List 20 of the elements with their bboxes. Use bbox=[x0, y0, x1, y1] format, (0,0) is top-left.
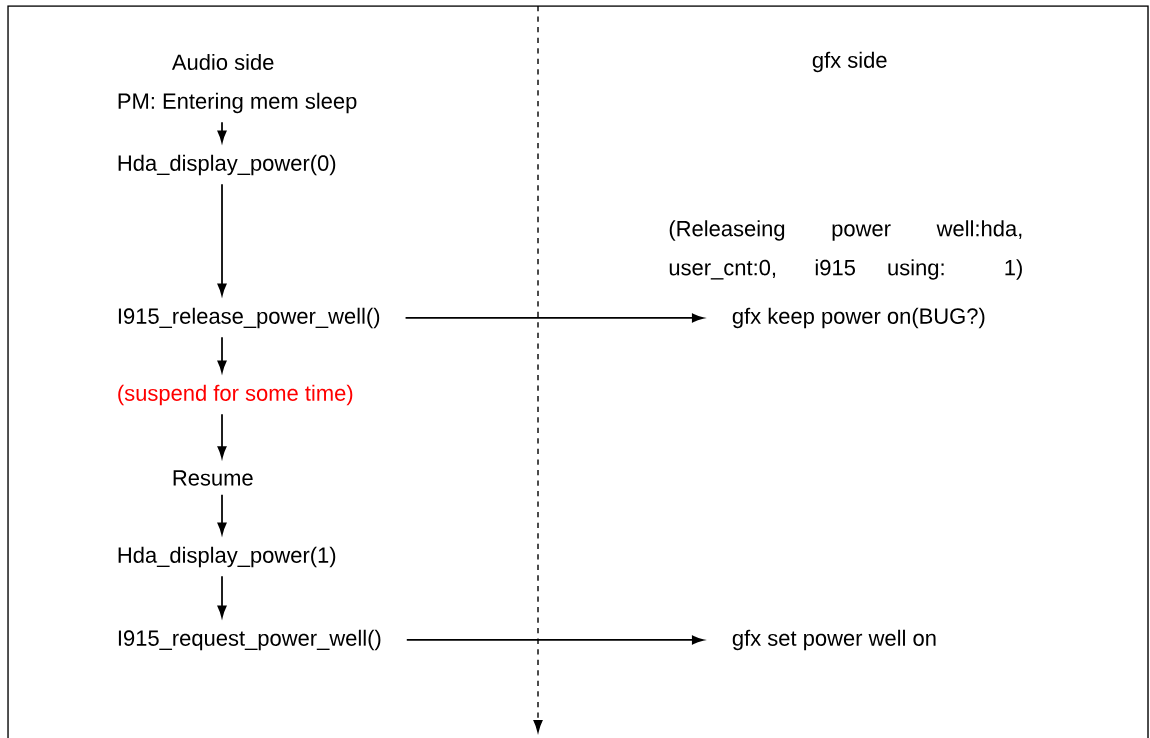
arrow bbox=[217, 183, 227, 296]
heading: gfx side bbox=[812, 51, 887, 73]
step-text: gfx keep power on(BUG?) bbox=[732, 307, 985, 329]
heading: Audio side bbox=[171, 53, 274, 71]
arrow bbox=[404, 313, 704, 323]
step-text: (suspend for some time) bbox=[118, 384, 353, 406]
arrow bbox=[405, 635, 704, 645]
step-text: Hda_display_power(0) bbox=[118, 154, 336, 176]
arrow bbox=[217, 413, 227, 458]
step-text: I915_request_power_well() bbox=[118, 629, 381, 651]
note-text: (Releaseing power well:hda, user_cnt:0, i915 using: 1) bbox=[669, 220, 1022, 280]
arrow bbox=[217, 493, 227, 535]
arrow bbox=[217, 336, 227, 373]
step-text: PM: Entering mem sleep bbox=[118, 92, 357, 114]
step-text: gfx set power well on bbox=[732, 629, 936, 651]
step-text: Hda_display_power(1) bbox=[118, 546, 336, 568]
step-text: Resume bbox=[173, 470, 253, 486]
arrow bbox=[217, 121, 227, 143]
step-text: I915_release_power_well() bbox=[118, 307, 380, 329]
arrow bbox=[217, 575, 227, 618]
